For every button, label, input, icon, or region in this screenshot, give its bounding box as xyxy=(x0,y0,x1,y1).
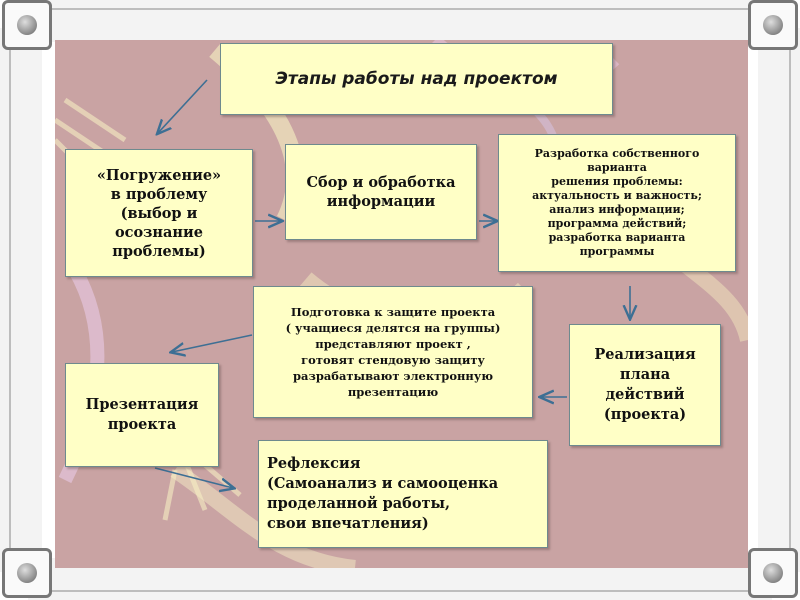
arrow-presentation-to-reflection xyxy=(155,468,233,488)
frame-top xyxy=(28,0,772,42)
step-development-text: Разработка собственного варианта решения… xyxy=(532,147,702,259)
arrow-title-to-immersion xyxy=(158,80,207,133)
corner-knob-icon xyxy=(17,15,37,35)
frame-line-left xyxy=(9,42,11,558)
frame-right xyxy=(758,28,800,572)
step-immersion: «Погружение» в проблему (выбор и осознан… xyxy=(65,149,253,277)
step-immersion-text: «Погружение» в проблему (выбор и осознан… xyxy=(97,166,221,261)
step-reflection: Рефлексия (Самоанализ и самооценка проде… xyxy=(258,440,548,548)
step-development: Разработка собственного варианта решения… xyxy=(498,134,736,272)
frame-line-bottom xyxy=(42,590,758,592)
step-reflection-text: Рефлексия (Самоанализ и самооценка проде… xyxy=(267,454,498,534)
corner-bottom-left xyxy=(2,548,52,598)
frame-left xyxy=(0,28,42,572)
corner-top-left xyxy=(2,0,52,50)
step-collection: Сбор и обработка информации xyxy=(285,144,477,240)
arrow-defense-to-presentation xyxy=(172,335,252,352)
step-presentation: Презентация проекта xyxy=(65,363,219,467)
frame-line-right xyxy=(789,42,791,558)
step-defense-preparation-text: Подготовка к защите проекта ( учащиеся д… xyxy=(286,304,501,400)
corner-top-right xyxy=(748,0,798,50)
diagram-title: Этапы работы над проектом xyxy=(220,43,613,115)
step-presentation-text: Презентация проекта xyxy=(86,395,199,435)
step-implementation-text: Реализация плана действий (проекта) xyxy=(594,345,695,425)
step-collection-text: Сбор и обработка информации xyxy=(307,173,456,211)
corner-bottom-right xyxy=(748,548,798,598)
frame-line-top xyxy=(42,8,758,10)
step-defense-preparation: Подготовка к защите проекта ( учащиеся д… xyxy=(253,286,533,418)
corner-knob-icon xyxy=(763,15,783,35)
slide: Этапы работы над проектом «Погружение» в… xyxy=(55,40,748,568)
corner-knob-icon xyxy=(17,563,37,583)
diagram-title-text: Этапы работы над проектом xyxy=(275,69,557,89)
step-implementation: Реализация плана действий (проекта) xyxy=(569,324,721,446)
corner-knob-icon xyxy=(763,563,783,583)
